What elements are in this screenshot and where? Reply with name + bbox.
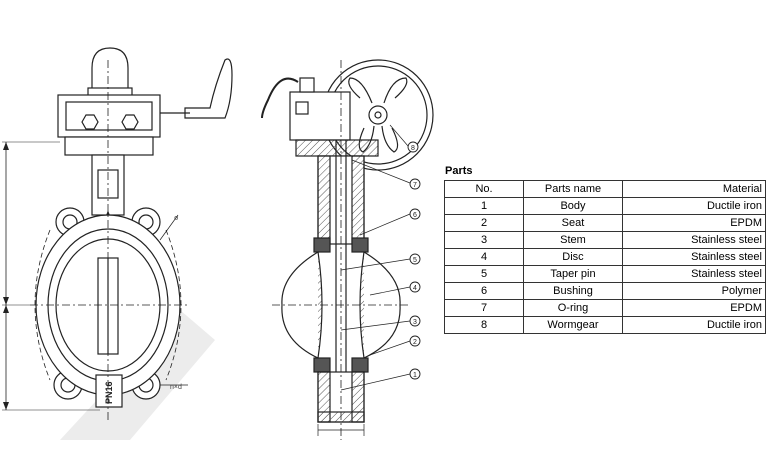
parts-title: Parts — [445, 165, 473, 177]
part-name: Stem — [523, 231, 623, 249]
hole-size-label: n×d — [170, 384, 182, 391]
svg-text:7: 7 — [413, 182, 417, 189]
part-name: Disc — [523, 248, 623, 266]
part-material: EPDM — [622, 299, 766, 317]
part-number: 6 — [444, 282, 524, 300]
valve-technical-drawing: PN16 ø n×d — [2, 47, 434, 440]
part-material: Stainless steel — [622, 248, 766, 266]
svg-text:5: 5 — [413, 257, 417, 264]
part-material: EPDM — [622, 214, 766, 232]
svg-text:1: 1 — [413, 372, 417, 379]
svg-text:4: 4 — [413, 285, 417, 292]
part-name: Wormgear — [523, 316, 623, 334]
callout-3: 3 — [409, 315, 421, 327]
pn16-marking: PN16 — [104, 381, 114, 404]
callout-7: 7 — [409, 178, 421, 190]
table-row: 8 Wormgear Ductile iron — [444, 316, 766, 334]
table-row: 2 Seat EPDM — [444, 214, 766, 232]
part-material: Ductile iron — [622, 316, 766, 334]
bolt-circle-label: ø — [174, 215, 179, 222]
part-number: 8 — [444, 316, 524, 334]
part-name: Taper pin — [523, 265, 623, 283]
callout-4: 4 — [409, 281, 421, 293]
part-number: 2 — [444, 214, 524, 232]
part-material: Stainless steel — [622, 231, 766, 249]
callout-6: 6 — [409, 208, 421, 220]
callout-1: 1 — [409, 368, 421, 380]
table-row: 6 Bushing Polymer — [444, 282, 766, 300]
part-name: Body — [523, 197, 623, 215]
part-number: 1 — [444, 197, 524, 215]
parts-header-row: No. Parts name Material — [444, 180, 766, 198]
column-header-parts-name: Parts name — [523, 180, 623, 198]
part-material: Ductile iron — [622, 197, 766, 215]
part-number: 7 — [444, 299, 524, 317]
part-name: Seat — [523, 214, 623, 232]
front-view — [2, 47, 233, 420]
svg-text:2: 2 — [413, 339, 417, 346]
column-header-no: No. — [444, 180, 524, 198]
table-row: 4 Disc Stainless steel — [444, 248, 766, 266]
callout-8: 8 — [407, 141, 419, 153]
part-number: 3 — [444, 231, 524, 249]
part-number: 4 — [444, 248, 524, 266]
part-name: Bushing — [523, 282, 623, 300]
part-name: O-ring — [523, 299, 623, 317]
table-row: 5 Taper pin Stainless steel — [444, 265, 766, 283]
parts-table: No. Parts name Material 1 Body Ductile i… — [444, 180, 766, 334]
part-material: Polymer — [622, 282, 766, 300]
part-material: Stainless steel — [622, 265, 766, 283]
column-header-material: Material — [622, 180, 766, 198]
table-row: 3 Stem Stainless steel — [444, 231, 766, 249]
svg-text:3: 3 — [413, 319, 417, 326]
callout-5: 5 — [409, 253, 421, 265]
part-number: 5 — [444, 265, 524, 283]
table-row: 7 O-ring EPDM — [444, 299, 766, 317]
callout-2: 2 — [409, 335, 421, 347]
table-row: 1 Body Ductile iron — [444, 197, 766, 215]
section-view — [261, 59, 434, 440]
svg-text:6: 6 — [413, 212, 417, 219]
svg-text:8: 8 — [411, 145, 415, 152]
